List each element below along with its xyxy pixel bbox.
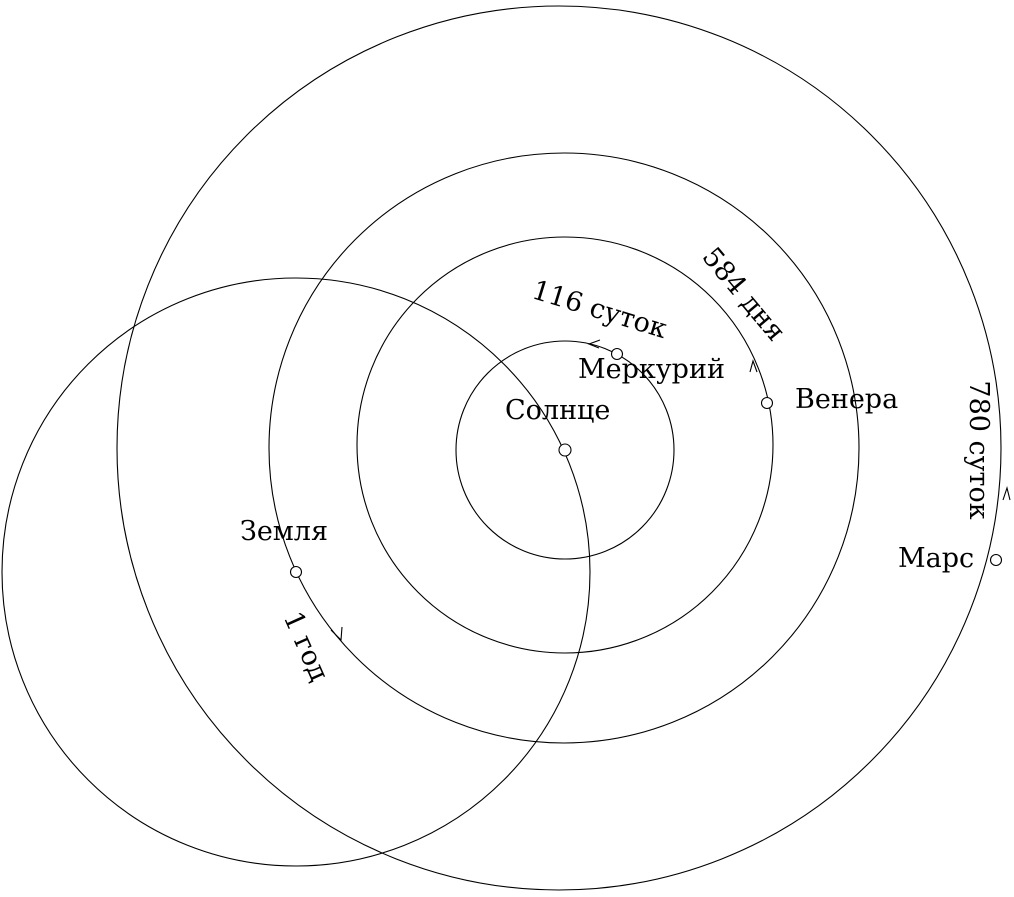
mars-marker (989, 553, 1003, 567)
earth-period-label: 1 год (277, 607, 335, 686)
mercury-period-label: 116 суток (528, 275, 670, 345)
earth-marker (289, 565, 303, 579)
earth-direction-arrow-icon (330, 626, 343, 642)
sun-label: Солнце (505, 395, 610, 426)
venus-direction-arrow-icon (749, 359, 758, 373)
venus-period-label: 584 дня (696, 242, 792, 348)
mars-direction-arrow-icon (1002, 486, 1011, 501)
venus-label: Венера (795, 384, 898, 415)
mercury-marker (610, 347, 624, 361)
earth-orbit (268, 152, 860, 744)
venus-marker (760, 396, 774, 410)
sun-marker (558, 443, 572, 457)
earth-centered-circle (1, 277, 591, 867)
mars-period-label: 780 суток (963, 380, 994, 519)
mercury-orbit (455, 340, 675, 560)
mercury-direction-arrow-icon (587, 339, 601, 349)
earth-label: Земля (240, 516, 328, 547)
mercury-label: Меркурий (578, 354, 725, 385)
venus-orbit (356, 236, 774, 654)
mars-orbit (116, 5, 1002, 891)
mars-label: Марс (898, 543, 974, 574)
